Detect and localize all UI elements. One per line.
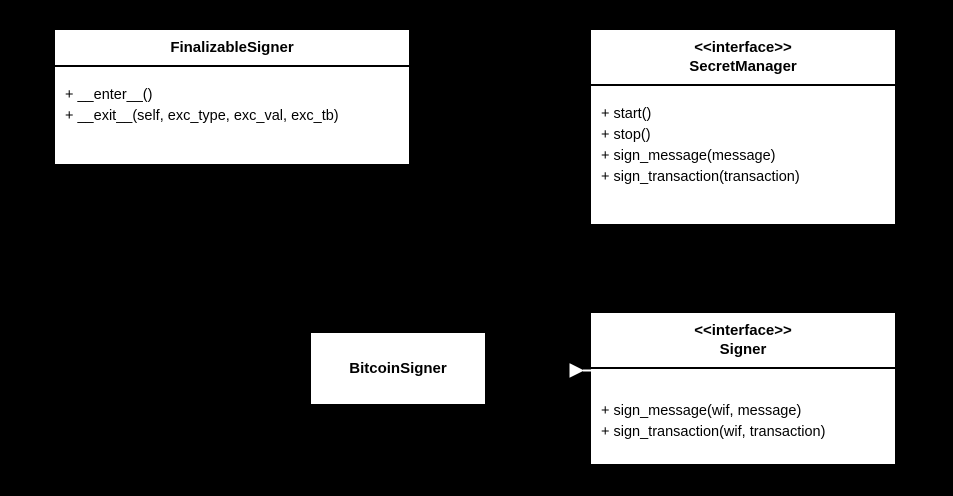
- class-member: + start(): [601, 106, 652, 122]
- class-name-secret-manager: SecretManager: [689, 58, 797, 75]
- class-stereotype-signer: <<interface>>: [694, 322, 792, 339]
- hollow-triangle-arrowhead: [569, 363, 585, 378]
- class-box-signer[interactable]: <<interface>> Signer + sign_message(wif,…: [589, 311, 897, 466]
- class-stereotype-secret-manager: <<interface>>: [694, 39, 792, 56]
- class-member: + sign_transaction(wif, transaction): [601, 424, 826, 440]
- class-header-secret-manager: <<interface>> SecretManager: [591, 30, 895, 86]
- relationship-bitcoinsigner-realizes-signer[interactable]: [566, 360, 592, 382]
- class-member: + stop(): [601, 127, 651, 143]
- class-members-secret-manager: + start() + stop() + sign_message(messag…: [591, 86, 895, 188]
- class-member: + sign_message(wif, message): [601, 403, 802, 419]
- class-name-signer: Signer: [719, 341, 767, 358]
- class-box-secret-manager[interactable]: <<interface>> SecretManager + start() + …: [589, 28, 897, 226]
- class-header-finalizable-signer: FinalizableSigner: [55, 30, 409, 67]
- class-members-signer: + sign_message(wif, message) + sign_tran…: [591, 369, 895, 443]
- class-member: + __enter__(): [65, 87, 153, 103]
- class-name-finalizable-signer: FinalizableSigner: [170, 39, 294, 56]
- class-member: + __exit__(self, exc_type, exc_val, exc_…: [65, 108, 339, 124]
- class-name-bitcoin-signer: BitcoinSigner: [349, 360, 447, 377]
- class-header-bitcoin-signer: BitcoinSigner: [311, 359, 485, 378]
- class-member: + sign_message(message): [601, 148, 776, 164]
- class-members-finalizable-signer: + __enter__() + __exit__(self, exc_type,…: [55, 67, 409, 127]
- class-member: + sign_transaction(transaction): [601, 169, 800, 185]
- class-header-signer: <<interface>> Signer: [591, 313, 895, 369]
- class-box-bitcoin-signer[interactable]: BitcoinSigner: [309, 331, 487, 406]
- class-box-finalizable-signer[interactable]: FinalizableSigner + __enter__() + __exit…: [53, 28, 411, 166]
